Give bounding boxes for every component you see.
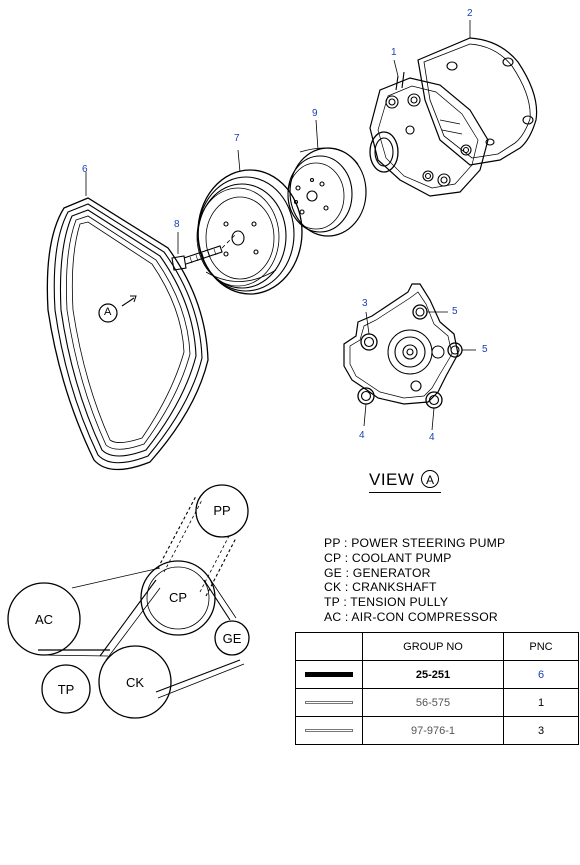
table-header-group: GROUP NO [362, 632, 504, 661]
legend-item: GE : GENERATOR [324, 565, 431, 580]
callout-1: 1 [391, 47, 397, 58]
line-style-plain [295, 716, 363, 745]
legend-item: AC : AIR-CON COMPRESSOR [324, 609, 498, 624]
view-label: VIEW [369, 470, 415, 489]
table-row: 56-575 1 [295, 688, 579, 717]
coolant-pump-pulley [287, 119, 367, 237]
view-letter: A [421, 470, 439, 488]
belt-routing-diagram [7, 484, 250, 719]
parts-table: GROUP NO PNC 25-251 6 56-575 1 97-976-1 … [295, 632, 579, 745]
view-a-detail [343, 283, 476, 431]
water-pump-housing [369, 20, 538, 197]
line-style-dashed [295, 688, 363, 717]
pulley-legend: PP : POWER STEERING PUMP CP : COOLANT PU… [324, 536, 505, 625]
line-style-solid [295, 660, 363, 689]
view-underline [369, 492, 441, 493]
pulley-label-pp: PP [213, 503, 231, 518]
table-row: 97-976-1 3 [295, 716, 579, 745]
callout-5-right: 5 [482, 344, 488, 355]
table-row: 25-251 6 [295, 660, 579, 689]
callout-4-left: 4 [359, 430, 365, 441]
pulley-label-ck: CK [125, 675, 145, 690]
table-header-pnc: PNC [503, 632, 579, 661]
table-header-row: GROUP NO PNC [295, 632, 579, 661]
legend-item: CK : CRANKSHAFT [324, 580, 437, 595]
group-no: 56-575 [362, 688, 504, 717]
legend-item: TP : TENSION PULLY [324, 595, 449, 610]
legend-item: CP : COOLANT PUMP [324, 550, 452, 565]
pulley-label-ge: GE [222, 631, 242, 646]
callout-3: 3 [362, 298, 368, 309]
callout-6: 6 [82, 164, 88, 175]
callout-8: 8 [174, 219, 180, 230]
group-no: 97-976-1 [362, 716, 504, 745]
drive-belt [46, 172, 209, 471]
pnc: 1 [503, 688, 579, 717]
callout-9: 9 [312, 108, 318, 119]
callout-7: 7 [234, 133, 240, 144]
crankshaft-damper-pulley [196, 149, 303, 295]
callout-5-top: 5 [452, 306, 458, 317]
pulley-label-cp: CP [168, 590, 188, 605]
view-arrow-marker: A [104, 306, 112, 318]
table-header-line [295, 632, 363, 661]
callout-2: 2 [467, 8, 473, 19]
callout-4-right: 4 [429, 432, 435, 443]
pnc: 3 [503, 716, 579, 745]
legend-item: PP : POWER STEERING PUMP [324, 536, 506, 550]
pulley-label-ac: AC [34, 612, 54, 627]
pnc: 6 [503, 660, 579, 689]
group-no: 25-251 [362, 660, 504, 689]
pulley-label-tp: TP [57, 682, 75, 697]
